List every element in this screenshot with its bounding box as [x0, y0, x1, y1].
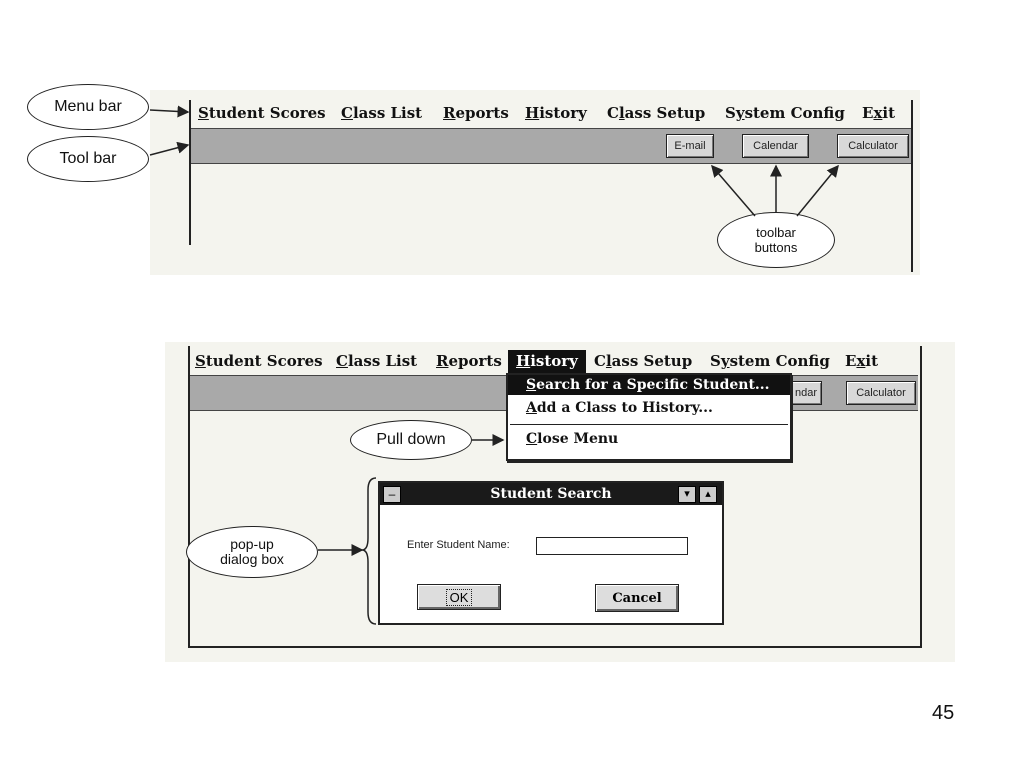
system-menu-icon[interactable]: –	[383, 486, 401, 503]
calendar-button[interactable]: Calendar	[742, 134, 809, 158]
student-name-label: Enter Student Name:	[407, 539, 510, 551]
callout-toolbar-buttons: toolbar buttons	[717, 212, 835, 268]
maximize-icon[interactable]: ▴	[699, 486, 717, 503]
calculator-button[interactable]: Calculator	[837, 134, 909, 158]
page-number: 45	[932, 702, 955, 724]
minimize-icon[interactable]: ▾	[678, 486, 696, 503]
calculator-button-2[interactable]: Calculator	[846, 381, 916, 405]
menu-system-config[interactable]: System Config	[725, 104, 845, 122]
ok-button[interactable]: OK	[417, 584, 501, 610]
menu2-system-config[interactable]: System Config	[710, 352, 830, 370]
panel1-toolbar: E-mail Calendar Calculator	[191, 128, 911, 164]
calendar-button-partial[interactable]: ndar	[786, 381, 822, 405]
menu-reports[interactable]: Reports	[443, 104, 509, 122]
menu-history[interactable]: History	[525, 104, 587, 122]
menu-exit[interactable]: Exit	[862, 104, 896, 122]
menu-student-scores[interactable]: Student Scores	[198, 104, 326, 122]
panel1-window-left-edge	[189, 100, 191, 245]
dropdown-separator	[510, 424, 788, 425]
menu2-history-selected[interactable]: History	[508, 350, 586, 373]
callout-menu-bar: Menu bar	[27, 84, 149, 130]
menu2-student-scores[interactable]: Student Scores	[195, 352, 323, 370]
menu-class-setup[interactable]: Class Setup	[607, 104, 706, 122]
brace-dialog	[361, 477, 377, 625]
arrow-email	[711, 164, 756, 217]
callout-popup-dialog: pop-up dialog box	[186, 526, 318, 578]
email-button[interactable]: E-mail	[666, 134, 714, 158]
history-dropdown: Search for a Specific Student... Add a C…	[506, 373, 792, 461]
dialog-title: Student Search	[490, 486, 612, 502]
panel2-menu-bar: Student Scores Class List Reports Histor…	[190, 350, 918, 374]
menu2-class-setup[interactable]: Class Setup	[594, 352, 693, 370]
panel2-window-frame	[188, 346, 922, 648]
dropdown-item-search[interactable]: Search for a Specific Student...	[508, 375, 790, 395]
arrow-calculator	[796, 164, 839, 217]
panel1-menu-bar: Student Scores Class List Reports Histor…	[191, 104, 911, 126]
callout-pull-down: Pull down	[350, 420, 472, 460]
arrow-menu-bar	[149, 105, 190, 118]
dropdown-item-add-class[interactable]: Add a Class to History...	[526, 400, 713, 416]
student-search-dialog: – Student Search ▾ ▴ Enter Student Name:…	[378, 481, 724, 625]
dialog-title-bar: – Student Search ▾ ▴	[380, 483, 722, 505]
cancel-button[interactable]: Cancel	[595, 584, 679, 612]
callout-tool-bar: Tool bar	[27, 136, 149, 182]
menu-class-list[interactable]: Class List	[341, 104, 423, 122]
menu2-reports[interactable]: Reports	[436, 352, 502, 370]
dropdown-item-close-menu[interactable]: Close Menu	[526, 431, 619, 447]
student-name-input[interactable]	[536, 537, 688, 555]
menu2-exit[interactable]: Exit	[845, 352, 879, 370]
panel1-window-right-edge	[911, 100, 913, 272]
arrow-tool-bar	[149, 141, 190, 156]
menu2-class-list[interactable]: Class List	[336, 352, 418, 370]
